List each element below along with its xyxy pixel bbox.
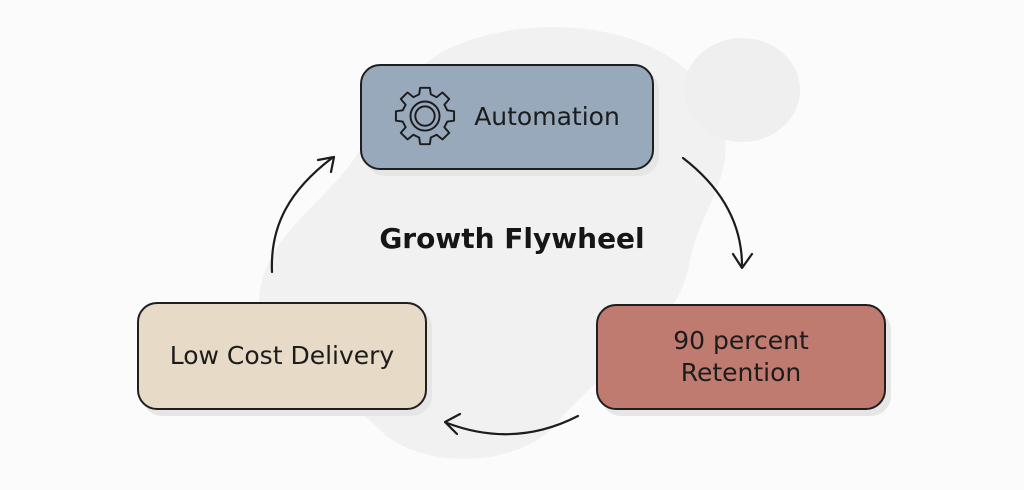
node-label-delivery: Low Cost Delivery xyxy=(169,340,395,370)
background-circle xyxy=(684,38,800,142)
edge-automation-to-retention xyxy=(681,156,754,270)
diagram-title: Growth Flywheel xyxy=(379,222,645,255)
node-retention: 90 percent Retention xyxy=(596,304,886,410)
node-label-automation: Automation xyxy=(474,101,620,131)
node-delivery: Low Cost Delivery xyxy=(137,302,427,410)
node-label-retention: 90 percent Retention xyxy=(673,325,809,388)
edge-retention-to-delivery xyxy=(443,412,580,436)
gear-icon xyxy=(394,86,456,148)
edge-delivery-to-automation xyxy=(270,155,336,274)
node-automation: Automation xyxy=(360,64,654,170)
